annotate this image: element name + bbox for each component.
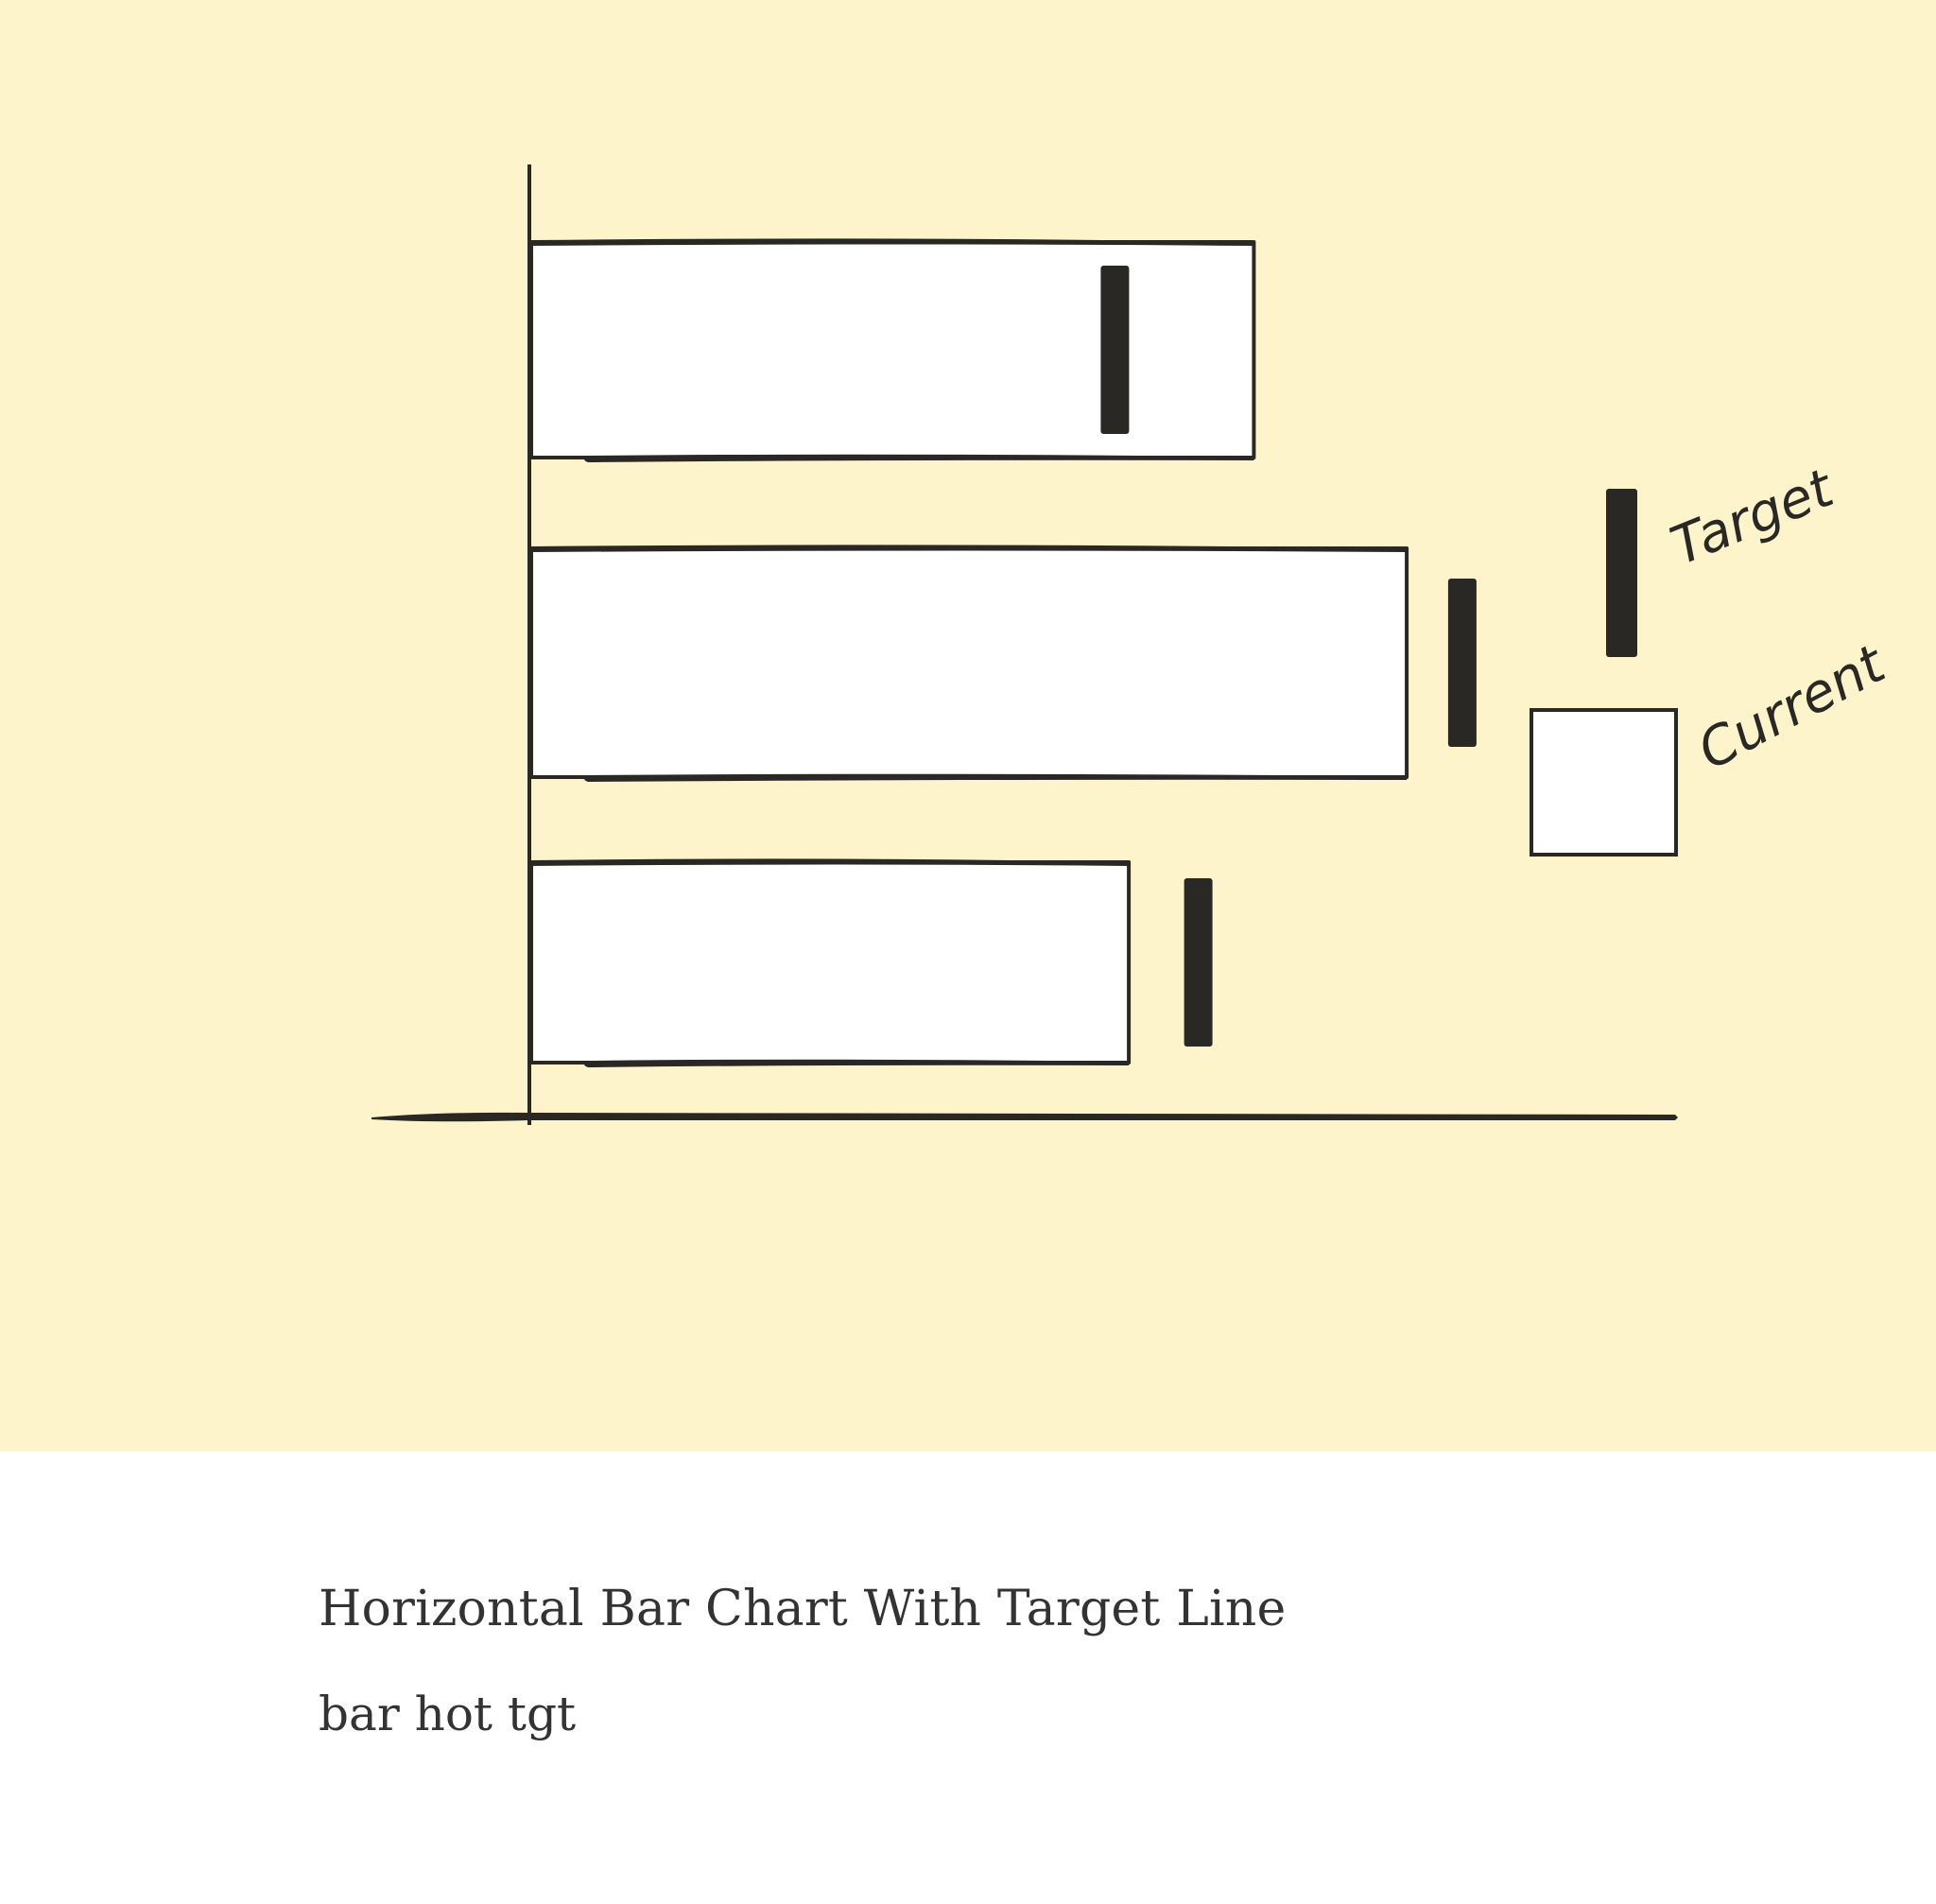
target-marker-2 — [1447, 579, 1477, 747]
bars-layer — [529, 238, 1409, 1067]
card-title: Horizontal Bar Chart With Target Line — [319, 1581, 1287, 1637]
card-tags: bar hot tgt — [319, 1687, 577, 1741]
target-marker-3 — [1184, 878, 1213, 1047]
targets-layer — [1100, 266, 1477, 1047]
legend: Target Current — [1530, 457, 1896, 857]
legend-current-marker — [1530, 708, 1678, 857]
bar-chart: Target Current — [372, 164, 1896, 1125]
legend-target-marker — [1606, 489, 1637, 657]
bar-current-3-top-stroke — [531, 858, 1130, 866]
bar-current-3-bottom-stroke — [584, 1059, 1130, 1067]
legend-target-label: Target — [1663, 457, 1843, 578]
legend-item-target: Target — [1606, 457, 1843, 657]
card-caption: Horizontal Bar Chart With Target Line ba… — [319, 1584, 1737, 1738]
bar-current-1-bottom-stroke — [584, 454, 1254, 462]
target-marker-1 — [1100, 266, 1130, 434]
bar-current-3 — [529, 860, 1132, 1065]
bar-current-2-top-stroke — [531, 545, 1408, 552]
x-axis — [372, 1112, 1678, 1122]
legend-current-label: Current — [1688, 632, 1896, 782]
y-axis — [527, 164, 531, 1125]
legend-item-current: Current — [1530, 632, 1896, 857]
chart-preview[interactable]: Target Current — [0, 0, 1936, 1451]
bar-current-2-bottom-stroke — [584, 773, 1408, 782]
bar-current-1 — [529, 240, 1256, 459]
bar-current-1-top-stroke — [531, 238, 1254, 246]
bar-current-2 — [529, 546, 1409, 779]
